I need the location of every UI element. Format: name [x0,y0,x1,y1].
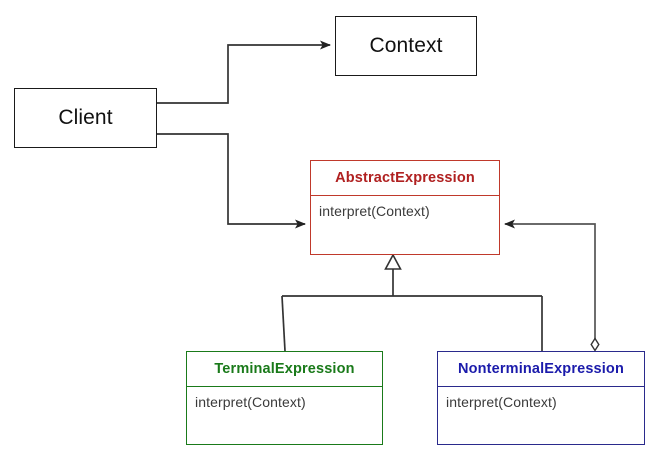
class-operation-abstract-expression: interpret(Context) [319,203,430,219]
class-box-client[interactable]: Client [14,88,157,148]
class-operation-terminal-expression: interpret(Context) [195,394,306,410]
class-operation-nonterminal-expression: interpret(Context) [446,394,557,410]
class-title-nonterminal-expression: NonterminalExpression [438,352,644,387]
class-box-abstract-expression[interactable]: AbstractExpression interpret(Context) [310,160,500,255]
class-box-terminal-expression[interactable]: TerminalExpression interpret(Context) [186,351,383,445]
class-box-nonterminal-expression[interactable]: NonterminalExpression interpret(Context) [437,351,645,445]
class-title-client: Client [58,106,113,129]
edge-nonterminal-aggregates-abstract [504,219,600,352]
class-box-context[interactable]: Context [335,16,477,76]
edge-generalization-tree [281,253,543,352]
class-title-terminal-expression: TerminalExpression [187,352,382,387]
edge-client-to-abstract-expression [157,133,306,229]
edge-client-to-context [157,40,331,104]
class-title-abstract-expression: AbstractExpression [311,161,499,196]
class-title-context: Context [369,34,443,57]
